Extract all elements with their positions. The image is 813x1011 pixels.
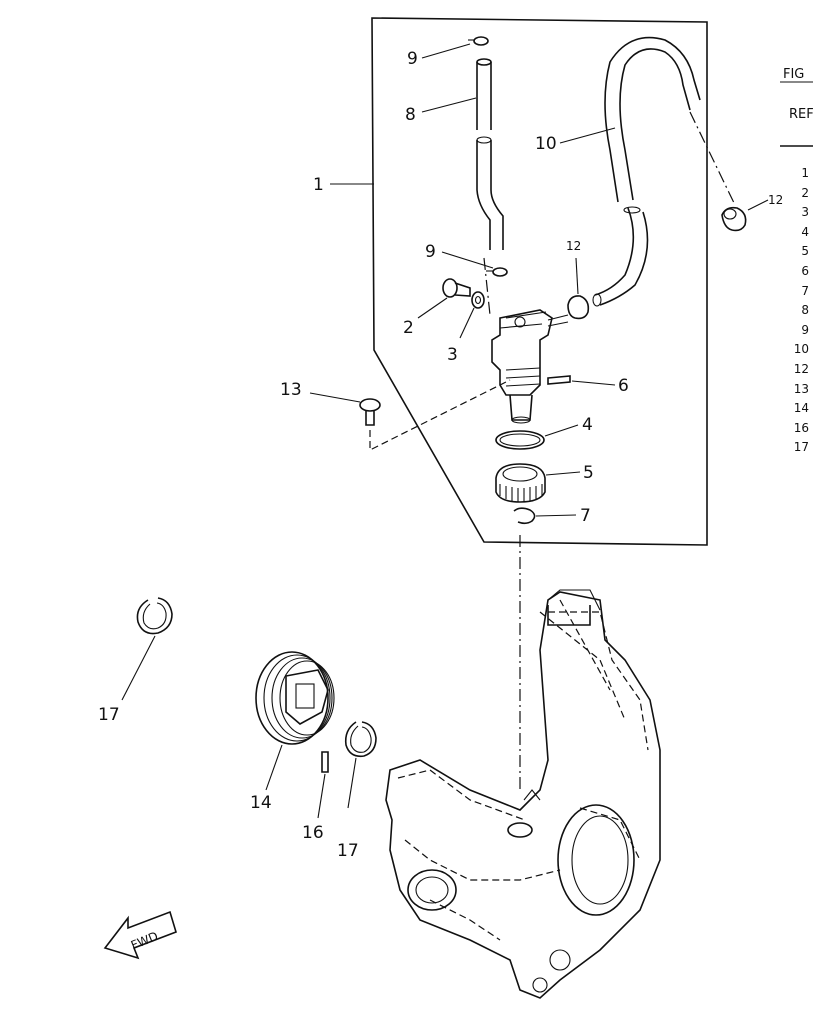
screw-13	[309, 392, 381, 426]
callout-3: 3	[447, 345, 458, 365]
ref-number: 13	[794, 382, 809, 396]
callout-4: 4	[582, 415, 593, 435]
callout-8: 8	[405, 105, 416, 125]
ref-number: 8	[801, 303, 809, 317]
fwd-arrow-icon: FWD	[103, 910, 177, 960]
callout-9-top: 9	[407, 49, 418, 69]
ref-number: 17	[794, 440, 809, 454]
callout-2: 2	[403, 318, 414, 338]
callout-12-inner: 12	[566, 239, 581, 253]
table-header-ref: REF	[789, 107, 813, 122]
circlip-17-right	[344, 721, 377, 809]
washer-3	[459, 291, 485, 339]
pulley-14	[255, 651, 335, 791]
hose-8	[476, 58, 504, 250]
cap-12-outer	[721, 199, 769, 232]
gear-5	[495, 463, 581, 503]
ref-number: 5	[801, 244, 809, 258]
callout-17-right: 17	[337, 841, 359, 861]
callout-1: 1	[313, 175, 324, 195]
callout-7: 7	[580, 506, 591, 526]
hose-10	[592, 36, 701, 307]
callout-9-mid: 9	[425, 242, 436, 262]
pin-6	[547, 375, 616, 386]
o-ring-4	[495, 424, 579, 450]
dash-13	[369, 379, 511, 451]
pin-16	[317, 751, 329, 819]
callout-13: 13	[280, 380, 302, 400]
circlip-17-left	[121, 597, 173, 701]
assembly-outline	[371, 17, 708, 546]
clip-9-top	[468, 36, 489, 46]
circlip-7	[513, 507, 577, 525]
ref-number: 6	[801, 264, 809, 278]
callout-16: 16	[302, 823, 324, 843]
callout-10: 10	[535, 134, 557, 154]
engine-housing	[385, 589, 661, 999]
ref-number: 12	[794, 362, 809, 376]
callout-17-left: 17	[98, 705, 120, 725]
ref-number: 10	[794, 342, 809, 356]
ref-number: 4	[801, 225, 809, 239]
ref-number: 1	[801, 166, 809, 180]
dashdot-10-12	[689, 111, 736, 206]
ref-number: 9	[801, 323, 809, 337]
table-header-fig: FIG	[783, 67, 804, 82]
ref-number: 14	[794, 401, 809, 415]
dashdot-top	[483, 257, 491, 316]
ref-number: 16	[794, 421, 809, 435]
callout-12-outer: 12	[768, 193, 783, 207]
clip-9-mid	[486, 267, 508, 277]
ref-number: 2	[801, 186, 809, 200]
ref-number: 3	[801, 205, 809, 219]
bolt-2	[417, 278, 471, 319]
ref-number: 7	[801, 284, 809, 298]
cap-12-inner	[567, 257, 590, 320]
oil-pump-body	[491, 309, 569, 424]
callout-14: 14	[250, 793, 272, 813]
callout-6: 6	[618, 376, 629, 396]
callout-5: 5	[583, 463, 594, 483]
fwd-label: FWD	[129, 929, 160, 952]
